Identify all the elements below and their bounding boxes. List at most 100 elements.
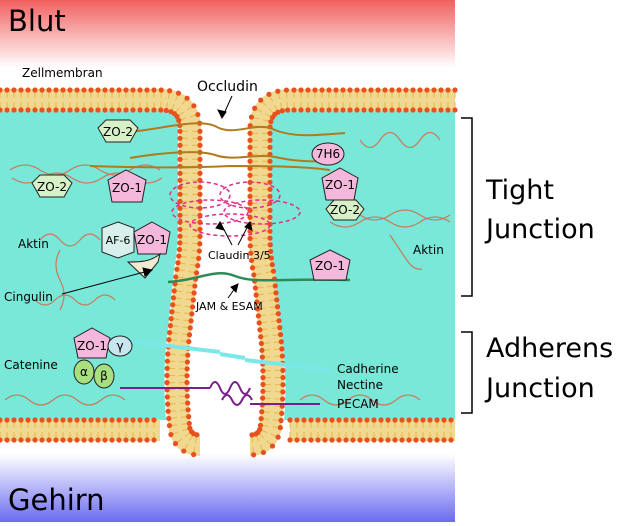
lipid-head bbox=[329, 417, 334, 422]
lipid-tail bbox=[181, 424, 187, 425]
lipid-head bbox=[197, 192, 202, 197]
lipid-head bbox=[184, 96, 189, 101]
lipid-head bbox=[267, 173, 272, 178]
lipid-head bbox=[116, 87, 121, 92]
lipid-head bbox=[399, 417, 404, 422]
lipid-tail bbox=[263, 336, 269, 337]
lipid-head bbox=[165, 402, 170, 407]
lipid-tail bbox=[258, 294, 264, 295]
lipid-head bbox=[312, 87, 317, 92]
lipid-head bbox=[177, 227, 182, 232]
lipid-tail bbox=[270, 314, 276, 315]
lipid-head bbox=[137, 107, 142, 112]
lipid-head bbox=[144, 417, 149, 422]
lipid-head bbox=[4, 437, 9, 442]
gamma-label: γ bbox=[116, 339, 123, 353]
lipid-head bbox=[280, 353, 285, 358]
lipid-head bbox=[267, 187, 272, 192]
lipid-head bbox=[109, 417, 114, 422]
lipid-head bbox=[95, 417, 100, 422]
lipid-head bbox=[427, 437, 432, 442]
lipid-tail bbox=[269, 300, 275, 301]
lipid-head bbox=[267, 194, 272, 199]
lipid-head bbox=[315, 437, 320, 442]
lipid-head bbox=[248, 243, 253, 248]
lipid-tail bbox=[257, 287, 263, 288]
lipid-head bbox=[60, 87, 65, 92]
lipid-head bbox=[188, 325, 193, 330]
lipid-head bbox=[284, 87, 289, 92]
lipid-tail bbox=[172, 326, 178, 327]
lipid-head bbox=[81, 107, 86, 112]
lipid-head bbox=[247, 173, 252, 178]
lipid-head bbox=[4, 87, 9, 92]
actin-left-label: Aktin bbox=[18, 237, 49, 251]
lipid-head bbox=[343, 437, 348, 442]
lipid-head bbox=[67, 107, 72, 112]
lipid-head bbox=[441, 417, 446, 422]
lipid-head bbox=[173, 441, 178, 446]
region-bottom-label: Gehirn bbox=[8, 483, 105, 517]
lipid-head bbox=[74, 107, 79, 112]
lipid-head bbox=[260, 375, 265, 380]
lipid-head bbox=[267, 180, 272, 185]
lipid-head bbox=[165, 394, 170, 399]
lipid-head bbox=[170, 302, 175, 307]
lipid-head bbox=[11, 417, 16, 422]
lipid-head bbox=[123, 437, 128, 442]
lipid-head bbox=[95, 107, 100, 112]
lipid-head bbox=[250, 265, 255, 270]
lipid-head bbox=[18, 107, 23, 112]
lipid-head bbox=[257, 320, 262, 325]
lipid-head bbox=[164, 380, 169, 385]
lipid-head bbox=[197, 136, 202, 141]
lipid-head bbox=[151, 87, 156, 92]
lipid-head bbox=[434, 417, 439, 422]
lipid-tail bbox=[177, 284, 183, 285]
lipid-head bbox=[308, 417, 313, 422]
lipid-head bbox=[177, 143, 182, 148]
lipid-head bbox=[32, 107, 37, 112]
lipid-head bbox=[18, 437, 23, 442]
lipid-head bbox=[392, 417, 397, 422]
protein-gamma: γ bbox=[108, 336, 132, 356]
lipid-tail bbox=[272, 328, 278, 329]
lipid-head bbox=[279, 339, 284, 344]
lipid-head bbox=[177, 129, 182, 134]
lipid-head bbox=[39, 107, 44, 112]
lipid-head bbox=[176, 91, 181, 96]
lipid-head bbox=[185, 407, 190, 412]
lipid-head bbox=[396, 87, 401, 92]
lipid-head bbox=[280, 375, 285, 380]
lipid-head bbox=[46, 437, 51, 442]
lipid-head bbox=[259, 348, 264, 353]
lipid-head bbox=[4, 417, 9, 422]
lipid-tail bbox=[174, 312, 180, 313]
lipid-head bbox=[123, 417, 128, 422]
lipid-head bbox=[267, 208, 272, 213]
lipid-head bbox=[278, 418, 283, 423]
lipid-head bbox=[144, 87, 149, 92]
lipid-head bbox=[315, 417, 320, 422]
lipid-head bbox=[347, 87, 352, 92]
lipid-head bbox=[166, 416, 171, 421]
lipid-tail bbox=[263, 343, 269, 344]
lipid-tail bbox=[260, 315, 266, 316]
lipid-tail bbox=[268, 293, 274, 294]
lipid-head bbox=[403, 87, 408, 92]
region-top-label: Blut bbox=[8, 4, 66, 38]
lipid-head bbox=[420, 417, 425, 422]
lipid-head bbox=[60, 437, 65, 442]
lipid-head bbox=[192, 283, 197, 288]
lipid-head bbox=[18, 417, 23, 422]
lipid-head bbox=[260, 396, 265, 401]
lipid-tail bbox=[273, 335, 279, 336]
lipid-head bbox=[301, 437, 306, 442]
lipid-head bbox=[166, 337, 171, 342]
lipid-head bbox=[186, 414, 191, 419]
protein-7h6: 7H6 bbox=[312, 143, 344, 165]
lipid-head bbox=[354, 107, 359, 112]
lipid-head bbox=[81, 437, 86, 442]
lipid-head bbox=[195, 112, 200, 117]
lipid-head bbox=[431, 87, 436, 92]
